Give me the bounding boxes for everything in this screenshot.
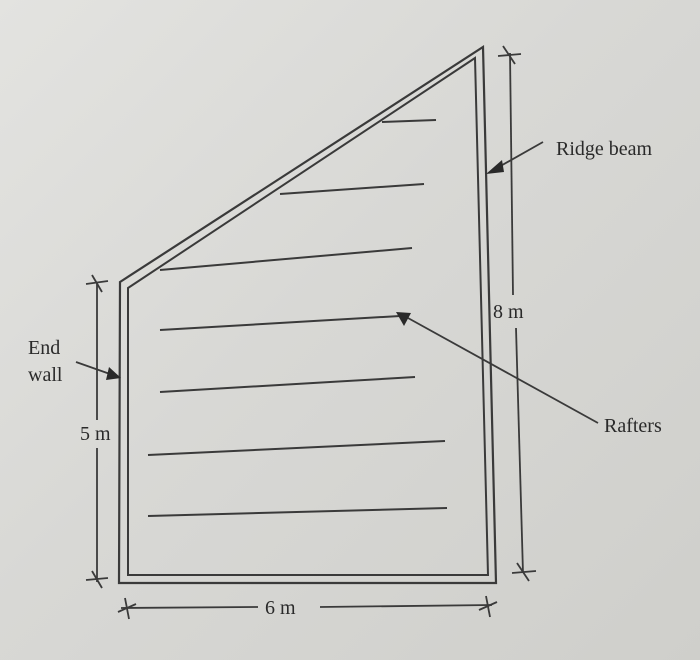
height-left-label: 5 m [80, 423, 111, 445]
rafter-2 [279, 183, 425, 195]
rafter-7 [147, 507, 448, 517]
roof-outline-inner [127, 56, 490, 576]
height-right-label: 8 m [493, 301, 524, 323]
rafter-3 [159, 247, 413, 271]
rafters-arrowhead [396, 312, 411, 326]
ridge-beam-leader [496, 141, 544, 169]
end-wall-arrowhead [106, 367, 121, 380]
bottom-dimension [117, 595, 498, 620]
rafter-5 [159, 376, 416, 393]
end-wall-leader [75, 361, 111, 375]
rafter-1 [381, 119, 437, 123]
rafters-label: Rafters [604, 415, 662, 437]
rafters-group [147, 119, 448, 517]
end-wall-label-line1: End [28, 337, 60, 359]
rafter-4 [159, 315, 401, 331]
width-bottom-label: 6 m [265, 597, 296, 619]
end-wall-label-line2: wall [28, 364, 63, 386]
rafter-6 [147, 440, 446, 456]
ridge-beam-label: Ridge beam [556, 138, 653, 160]
ridge-beam-arrowhead [486, 160, 504, 174]
roof-outline-outer [117, 45, 498, 585]
left-dimension [85, 274, 109, 589]
rafters-leader [407, 317, 599, 424]
right-dimension [497, 45, 537, 582]
